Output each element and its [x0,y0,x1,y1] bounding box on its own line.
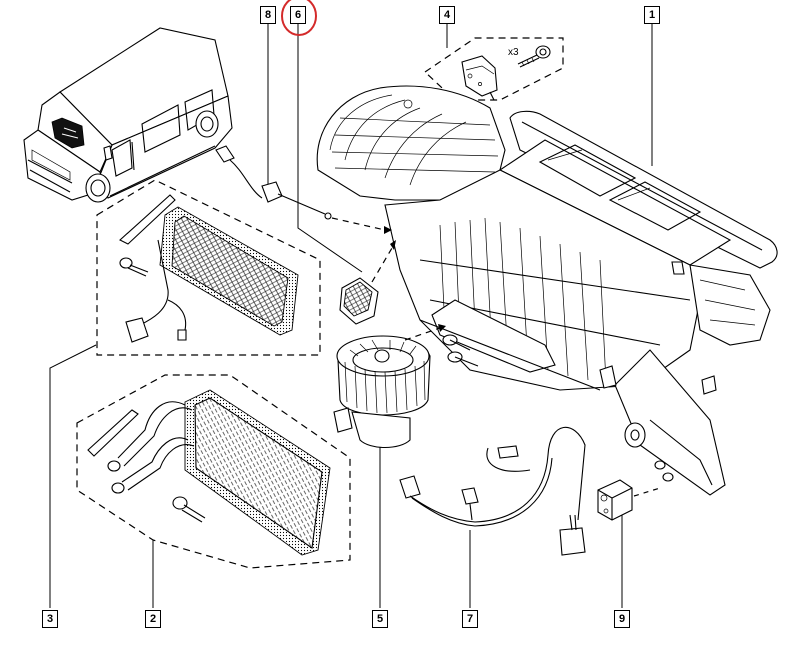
callout-6[interactable]: 6 [290,6,306,24]
part-7-wiring-harness[interactable] [399,426,586,556]
callout-2[interactable]: 2 [145,610,161,628]
leader-lines [49,24,653,608]
callout-5[interactable]: 5 [372,610,388,628]
callout-7[interactable]: 7 [462,610,478,628]
highlight-ring [281,0,317,36]
part-3-pollen-filter-kit[interactable] [96,179,321,356]
part-2-heater-matrix-kit[interactable] [76,374,351,569]
part-8-temperature-sensor[interactable] [215,145,392,234]
part-1-heater-housing[interactable] [316,85,778,496]
part-5-blower-motor[interactable] [333,324,446,449]
callout-9[interactable]: 9 [614,610,630,628]
part-6-blower-resistor[interactable] [339,240,396,325]
callout-3[interactable]: 3 [42,610,58,628]
callout-1[interactable]: 1 [644,6,660,24]
leader-line-6 [297,24,363,273]
van-illustration [23,27,233,203]
leader-line-3 [49,344,97,608]
screw-quantity-label: x3 [508,47,519,58]
part-9-connector-block[interactable] [597,479,661,521]
callout-8[interactable]: 8 [260,6,276,24]
callout-4[interactable]: 4 [439,6,455,24]
